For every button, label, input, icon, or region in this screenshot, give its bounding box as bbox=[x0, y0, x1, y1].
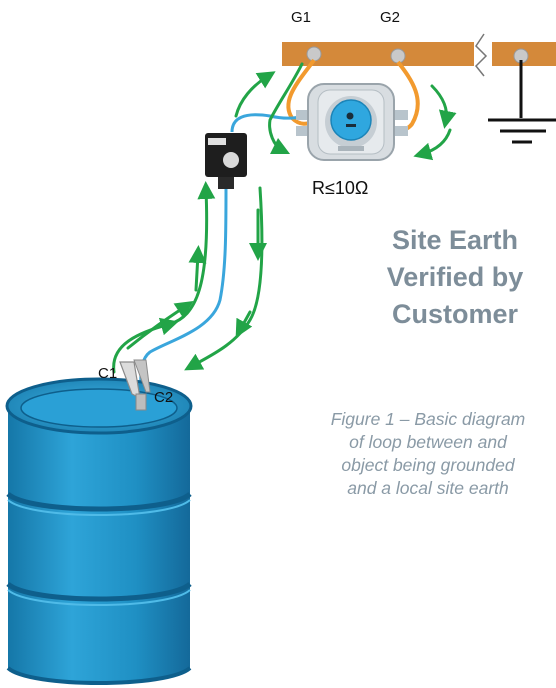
indicator-box-icon bbox=[205, 133, 247, 189]
monitor-unit-icon bbox=[296, 83, 408, 161]
figure-caption: Figure 1 – Basic diagram of loop between… bbox=[300, 408, 556, 500]
caption-line-2: of loop between and bbox=[349, 432, 507, 452]
clamp-cable bbox=[139, 185, 228, 389]
heading-line-2: Verified by bbox=[386, 262, 524, 292]
loop-arrows bbox=[112, 62, 457, 374]
loop-arrow-up-left bbox=[112, 181, 216, 374]
c1-label: C1 bbox=[98, 365, 117, 382]
caption-line-4: and a local site earth bbox=[347, 478, 509, 498]
g1-stud bbox=[306, 46, 322, 62]
site-earth-heading: Site Earth Verified by Customer bbox=[360, 222, 550, 333]
clamp-icon bbox=[119, 359, 151, 411]
g1-label: G1 bbox=[291, 9, 311, 26]
loop-arrow-down-right bbox=[184, 186, 264, 371]
site-earth-busbar bbox=[282, 42, 556, 66]
earth-ground-icon bbox=[488, 60, 556, 144]
g2-stud bbox=[390, 48, 406, 64]
loop-arrow-top-mid bbox=[268, 62, 304, 155]
heading-line-3: Customer bbox=[391, 299, 519, 329]
caption-line-3: object being grounded bbox=[341, 455, 515, 475]
loop-arrow-right bbox=[430, 84, 457, 129]
loop-arrow-top-left bbox=[234, 71, 276, 118]
heading-line-1: Site Earth bbox=[391, 225, 519, 255]
resistance-label: R≤10Ω bbox=[312, 178, 368, 198]
g2-label: G2 bbox=[380, 9, 400, 26]
break-symbol-icon bbox=[474, 33, 488, 77]
c2-label: C2 bbox=[154, 389, 173, 406]
caption-line-1: Figure 1 – Basic diagram bbox=[330, 409, 526, 429]
drum-icon bbox=[5, 377, 193, 685]
